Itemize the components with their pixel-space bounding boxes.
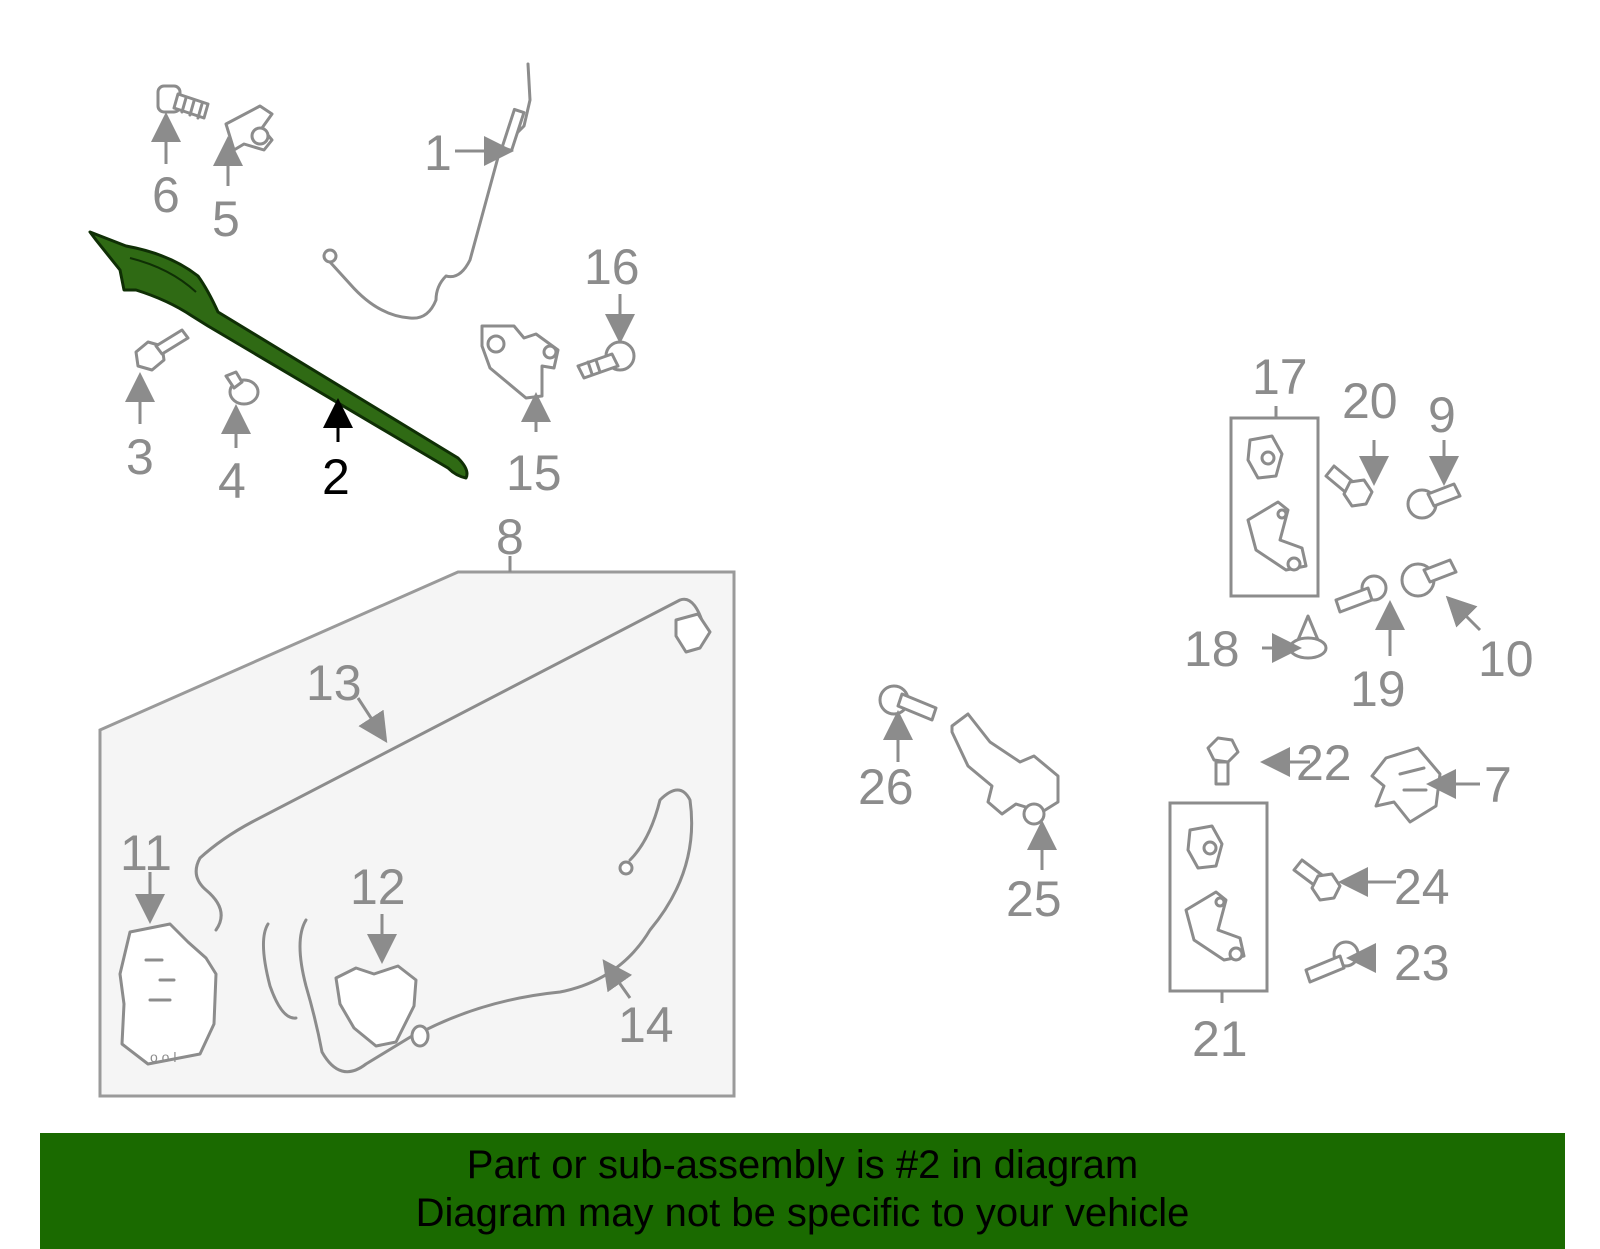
part-12-actuator <box>261 918 418 1074</box>
callout-7: 7 <box>1484 757 1512 813</box>
callout-22: 22 <box>1296 735 1352 791</box>
part-2-highlighted[interactable] <box>88 230 469 480</box>
part-6-bolt <box>156 84 210 120</box>
part-24-bolt <box>1292 858 1342 902</box>
callout-6: 6 <box>152 167 180 223</box>
part-19-bolt <box>1334 574 1388 614</box>
callout-25: 25 <box>1006 871 1062 927</box>
banner-line-1: Part or sub-assembly is #2 in diagram <box>466 1143 1139 1187</box>
callout-11: 11 <box>120 825 172 881</box>
callout-21: 21 <box>1192 1011 1248 1067</box>
part-9-bolt <box>1406 482 1462 520</box>
part-20-bolt <box>1324 464 1374 508</box>
part-7-clip <box>1370 746 1442 824</box>
callout-20: 20 <box>1342 373 1398 429</box>
part-13-cable <box>194 597 712 932</box>
callout-24: 24 <box>1394 859 1450 915</box>
part-14-cable <box>410 788 694 1048</box>
part-25-door-check <box>950 712 1060 826</box>
callout-14: 14 <box>618 997 674 1053</box>
bracket-box-21 <box>1168 801 1269 1003</box>
callout-2[interactable]: 2 <box>322 449 350 505</box>
assembly-box-8 <box>98 556 736 1098</box>
callout-1: 1 <box>424 125 452 181</box>
bracket-box-17 <box>1229 406 1320 598</box>
leader-arrows <box>125 112 1482 999</box>
callout-9: 9 <box>1428 387 1456 443</box>
callout-labels: 1 2 3 4 5 6 7 8 9 10 11 12 13 14 15 16 1… <box>120 125 1534 1067</box>
part-22-bolt <box>1206 736 1240 786</box>
part-23-bolt <box>1304 940 1360 984</box>
svg-text:o o l: o o l <box>150 1049 176 1065</box>
callout-13: 13 <box>306 655 362 711</box>
part-18-pin <box>1288 614 1328 660</box>
callout-12: 12 <box>350 859 406 915</box>
part-4-pin <box>224 370 260 406</box>
callout-18: 18 <box>1184 621 1240 677</box>
part-10-bolt <box>1400 558 1458 598</box>
callout-10: 10 <box>1478 631 1534 687</box>
part-15-bracket <box>480 324 560 400</box>
callout-4: 4 <box>218 453 246 509</box>
callout-15: 15 <box>506 445 562 501</box>
callout-8: 8 <box>496 509 524 565</box>
callout-26: 26 <box>858 759 914 815</box>
callout-16: 16 <box>584 239 640 295</box>
part-26-bolt <box>878 684 938 722</box>
callout-23: 23 <box>1394 935 1450 991</box>
part-3-bolt <box>134 328 190 372</box>
banner-line-2: Diagram may not be specific to your vehi… <box>415 1191 1190 1235</box>
callout-17: 17 <box>1252 349 1308 405</box>
part-11-latch: o o l <box>118 922 218 1066</box>
callout-19: 19 <box>1350 661 1406 717</box>
part-16-bolt <box>576 340 636 380</box>
part-5-clip <box>224 104 274 152</box>
info-banner: Part or sub-assembly is #2 in diagram Di… <box>40 1133 1565 1249</box>
callout-5: 5 <box>212 191 240 247</box>
part-1-cable <box>322 62 532 320</box>
callout-3: 3 <box>126 429 154 485</box>
